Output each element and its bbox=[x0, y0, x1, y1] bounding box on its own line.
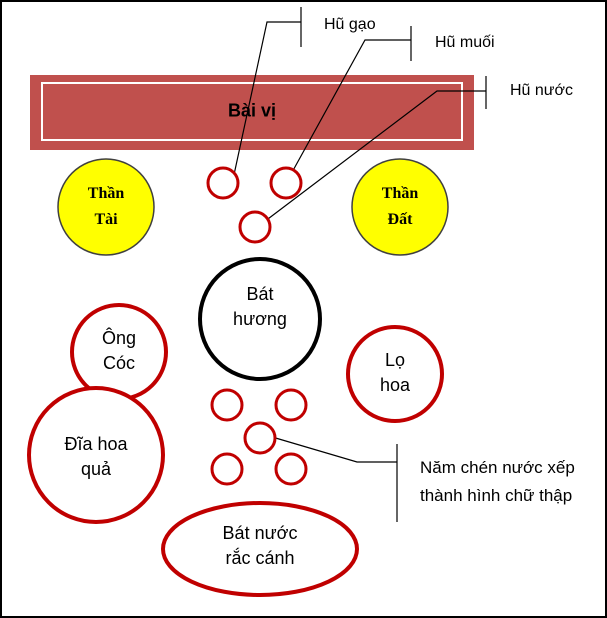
nam-chen-nuoc-line-2: thành hình chữ thập bbox=[420, 486, 573, 505]
water-cup-top-right bbox=[274, 388, 308, 422]
cups-leader bbox=[261, 433, 397, 463]
bat-nuoc-rac-canh-line-1: Bát nước bbox=[222, 523, 298, 543]
hu-nuoc-label: Hũ nước bbox=[510, 82, 573, 99]
hu-gao-jar bbox=[206, 166, 240, 200]
than-tai-line-1: Thần bbox=[87, 185, 125, 202]
water-cup-bottom-left bbox=[210, 452, 244, 486]
than-dat-line-1: Thần bbox=[381, 185, 419, 202]
lo-hoa-label: Lọ hoa bbox=[380, 348, 410, 398]
hu-muoi-label: Hũ muối bbox=[435, 34, 495, 51]
hu-nuoc-leader bbox=[255, 90, 486, 229]
than-dat-label: Thần Đất bbox=[382, 181, 418, 233]
water-cup-center bbox=[243, 421, 277, 455]
than-tai-line-2: Tài bbox=[94, 211, 118, 228]
dia-hoa-qua-line-1: Đĩa hoa bbox=[64, 434, 128, 454]
bat-huong-line-2: hương bbox=[233, 309, 287, 329]
bai-vi-label: Bài vị bbox=[227, 100, 277, 121]
water-cup-top-left bbox=[210, 388, 244, 422]
nam-chen-nuoc-label: Năm chén nước xếp thành hình chữ thập bbox=[420, 454, 575, 510]
dia-hoa-qua-circle bbox=[27, 386, 165, 524]
bat-nuoc-rac-canh-label: Bát nước rắc cánh bbox=[223, 521, 298, 571]
jar-callout-lines bbox=[231, 7, 487, 229]
dia-hoa-qua-line-2: quả bbox=[80, 459, 112, 479]
than-tai-label: Thần Tài bbox=[88, 181, 124, 233]
lo-hoa-line-1: Lọ bbox=[384, 350, 406, 370]
bat-huong-line-1: Bát bbox=[246, 284, 274, 304]
cups-callout-lines bbox=[261, 433, 398, 522]
dia-hoa-qua-label: Đĩa hoa quả bbox=[64, 432, 127, 482]
lo-hoa-line-2: hoa bbox=[379, 375, 411, 395]
nam-chen-nuoc-line-1: Năm chén nước xếp bbox=[420, 458, 575, 477]
water-cup-bottom-right bbox=[274, 452, 308, 486]
than-tai-circle bbox=[57, 158, 155, 256]
bat-nuoc-rac-canh-line-2: rắc cánh bbox=[225, 548, 295, 568]
hu-gao-leader bbox=[231, 21, 301, 185]
hu-muoi-jar bbox=[269, 166, 303, 200]
bat-nuoc-rac-canh-ellipse bbox=[161, 501, 359, 597]
hu-gao-label: Hũ gạo bbox=[324, 16, 376, 33]
than-dat-line-2: Đất bbox=[387, 211, 413, 228]
lo-hoa-circle bbox=[346, 325, 444, 423]
than-dat-circle bbox=[351, 158, 449, 256]
bat-huong-circle bbox=[198, 257, 322, 381]
hu-muoi-leader bbox=[284, 39, 411, 186]
ong-coc-label: Ông Cóc bbox=[102, 326, 136, 376]
ong-coc-line-1: Ông bbox=[101, 328, 137, 348]
bat-huong-label: Bát hương bbox=[233, 282, 287, 332]
hu-nuoc-jar bbox=[238, 210, 272, 244]
ong-coc-line-2: Cóc bbox=[102, 353, 135, 373]
